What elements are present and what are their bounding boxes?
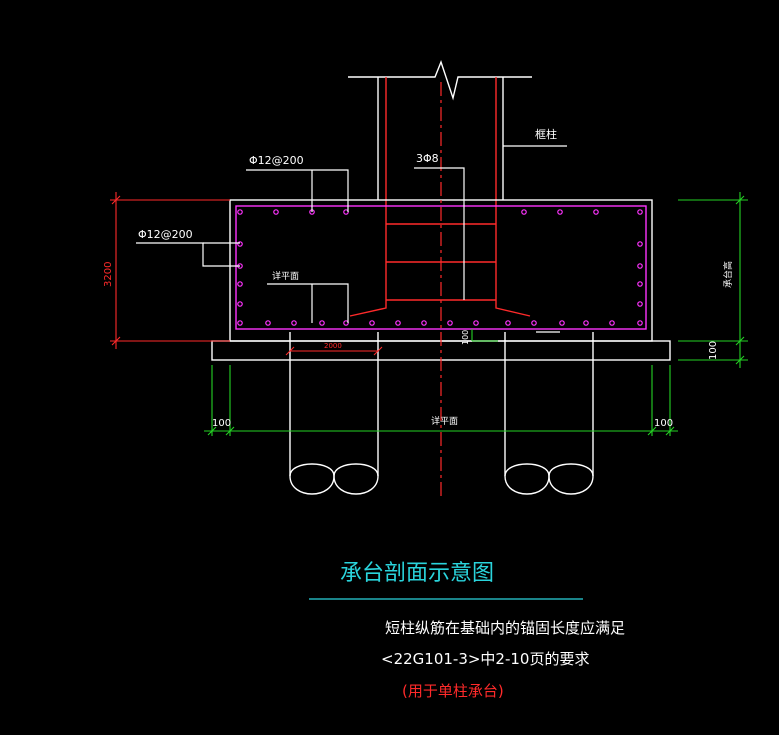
dimension-3200-label: 3200 xyxy=(103,262,114,287)
dimension-right xyxy=(678,192,748,368)
pile-left xyxy=(289,332,379,495)
dimension-2000-label: 2000 xyxy=(324,342,342,350)
column-break-line xyxy=(348,59,532,101)
rebar-dots xyxy=(237,209,643,326)
column-longitudinal-bars xyxy=(349,77,531,317)
label-detail-plan-upper: 详平面 xyxy=(272,270,299,282)
pile-right xyxy=(504,332,594,495)
note-line-2: <22G101-3>中2-10页的要求 xyxy=(381,650,589,668)
drawing-title: 承台剖面示意图 xyxy=(340,561,494,586)
label-cap-height: 承台高 xyxy=(722,261,734,288)
note-line-3: (用于单柱承台) xyxy=(402,682,504,700)
dimension-100-left-label: 100 xyxy=(212,418,231,429)
label-column: 框柱 xyxy=(535,127,557,141)
dimension-3200 xyxy=(110,192,230,349)
rebar-cage xyxy=(235,205,647,330)
dimension-2000 xyxy=(285,346,383,356)
label-rebar-side: Φ12@200 xyxy=(138,228,193,241)
label-rebar-top: Φ12@200 xyxy=(249,154,304,167)
dimension-small-100 xyxy=(471,329,498,342)
leader-lines xyxy=(136,145,567,333)
dimension-100-small-label: 100 xyxy=(461,330,470,345)
label-stirrup: 3Φ8 xyxy=(416,152,439,165)
note-line-1: 短柱纵筋在基础内的锚固长度应满足 xyxy=(385,619,625,637)
label-detail-plan-lower: 详平面 xyxy=(431,415,458,427)
dimension-100-vertical-label: 100 xyxy=(708,341,719,360)
dimension-100-right-label: 100 xyxy=(654,418,673,429)
dimension-bottom xyxy=(204,365,678,436)
column-outline xyxy=(377,77,504,200)
